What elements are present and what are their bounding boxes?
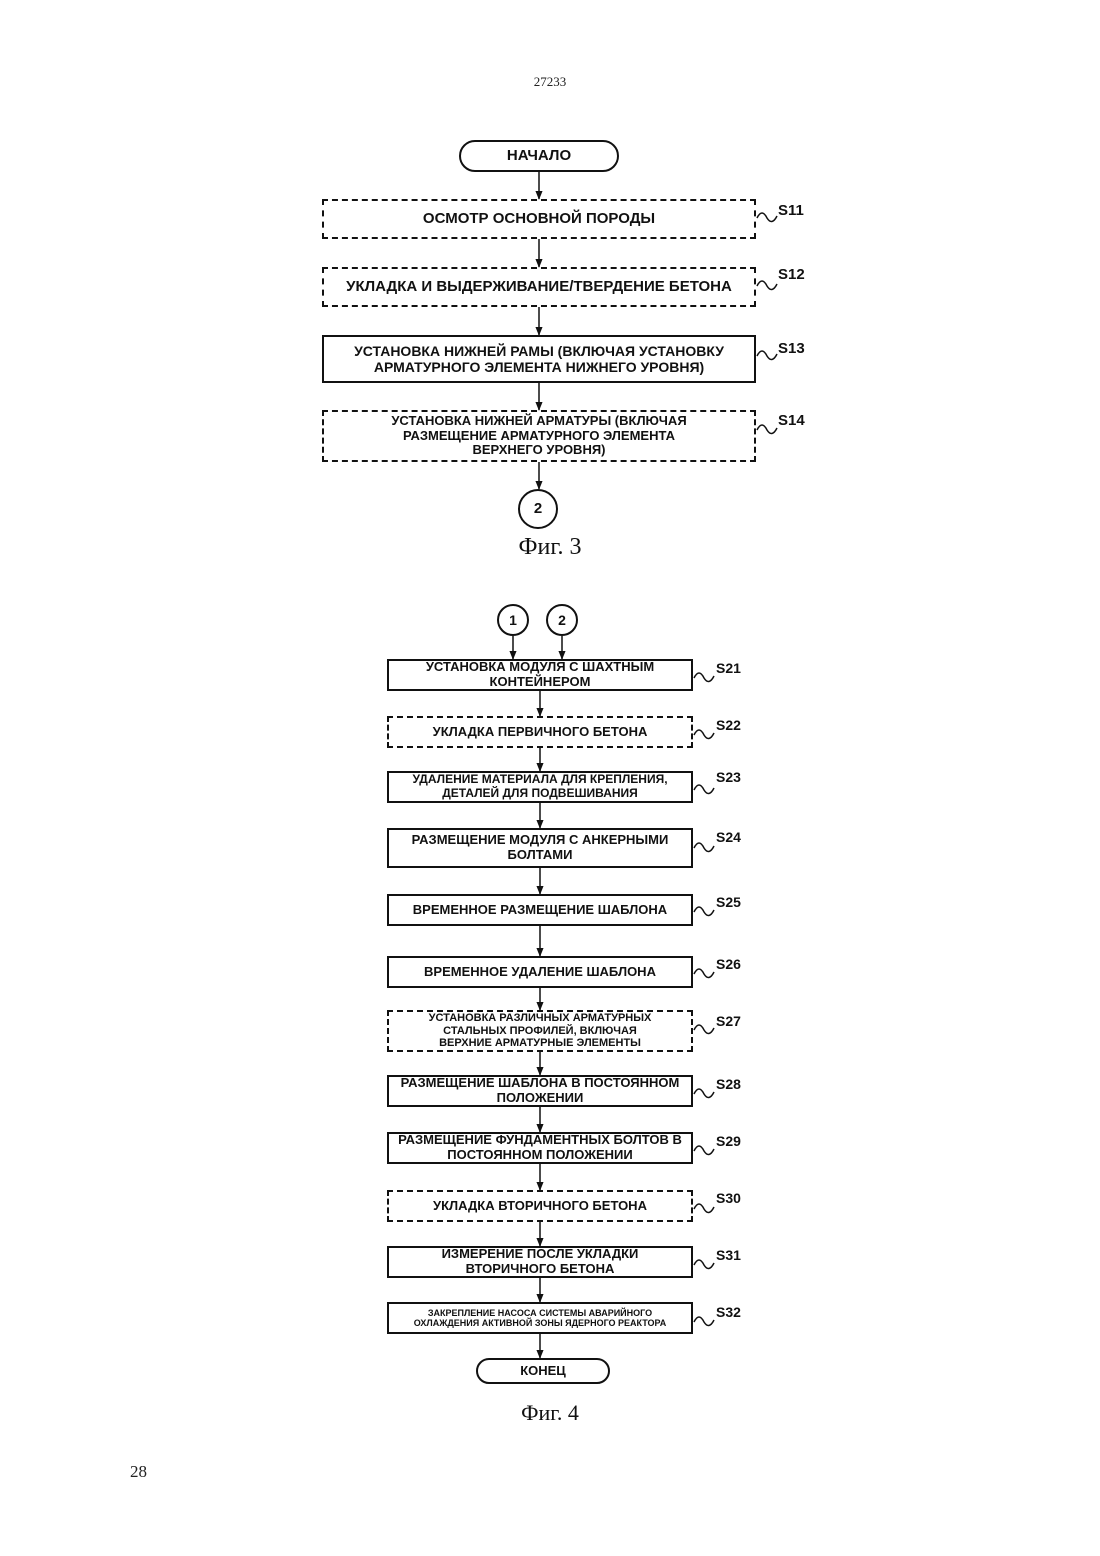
document-number: 27233 — [0, 74, 1100, 90]
fig4-step-s27-id: S27 — [716, 1013, 741, 1029]
page-number: 28 — [130, 1462, 147, 1482]
fig4-step-s28-id: S28 — [716, 1076, 741, 1092]
fig3-connector-out: 2 — [518, 489, 558, 529]
fig4-step-s30: УКЛАДКА ВТОРИЧНОГО БЕТОНА — [387, 1190, 693, 1222]
fig4-step-s26: ВРЕМЕННОЕ УДАЛЕНИЕ ШАБЛОНА — [387, 956, 693, 988]
fig3-caption: Фиг. 3 — [0, 534, 1100, 561]
fig3-step-s12: УКЛАДКА И ВЫДЕРЖИВАНИЕ/ТВЕРДЕНИЕ БЕТОНА — [322, 267, 756, 307]
fig4-caption: Фиг. 4 — [0, 1400, 1100, 1426]
fig4-step-s25-id: S25 — [716, 894, 741, 910]
fig4-leader-s32 — [694, 1317, 714, 1326]
fig4-step-s29-id: S29 — [716, 1133, 741, 1149]
fig4-leader-s22 — [694, 730, 714, 739]
fig4-step-s29: РАЗМЕЩЕНИЕ ФУНДАМЕНТНЫХ БОЛТОВ В ПОСТОЯН… — [387, 1132, 693, 1164]
fig4-leader-s29 — [694, 1146, 714, 1155]
fig3-leader-s13 — [757, 351, 777, 360]
fig4-step-s23: УДАЛЕНИЕ МАТЕРИАЛА ДЛЯ КРЕПЛЕНИЯ, ДЕТАЛЕ… — [387, 771, 693, 803]
fig3-step-s13-id: S13 — [778, 340, 805, 357]
fig4-step-s22: УКЛАДКА ПЕРВИЧНОГО БЕТОНА — [387, 716, 693, 748]
fig3-step-s13: УСТАНОВКА НИЖНЕЙ РАМЫ (ВКЛЮЧАЯ УСТАНОВКУ… — [322, 335, 756, 383]
fig4-leader-s28 — [694, 1089, 714, 1098]
fig4-step-s32: ЗАКРЕПЛЕНИЕ НАСОСА СИСТЕМЫ АВАРИЙНОГО ОХ… — [387, 1302, 693, 1334]
fig3-leader-s11 — [757, 213, 777, 222]
fig3-step-s12-id: S12 — [778, 266, 805, 283]
fig4-step-s23-id: S23 — [716, 769, 741, 785]
fig4-leader-s23 — [694, 785, 714, 794]
fig4-step-s31-id: S31 — [716, 1247, 741, 1263]
fig4-connector-in-1: 1 — [497, 604, 529, 636]
fig4-leader-s30 — [694, 1204, 714, 1213]
fig4-step-s28: РАЗМЕЩЕНИЕ ШАБЛОНА В ПОСТОЯННОМ ПОЛОЖЕНИ… — [387, 1075, 693, 1107]
fig4-connector-in-2: 2 — [546, 604, 578, 636]
fig4-step-s21: УСТАНОВКА МОДУЛЯ С ШАХТНЫМ КОНТЕЙНЕРОМ — [387, 659, 693, 691]
fig4-end-terminal: КОНЕЦ — [476, 1358, 610, 1384]
fig4-leader-s27 — [694, 1025, 714, 1034]
fig3-step-s14: УСТАНОВКА НИЖНЕЙ АРМАТУРЫ (ВКЛЮЧАЯ РАЗМЕ… — [322, 410, 756, 462]
fig4-leader-s24 — [694, 843, 714, 852]
fig4-step-s27: УСТАНОВКА РАЗЛИЧНЫХ АРМАТУРНЫХ СТАЛЬНЫХ … — [387, 1010, 693, 1052]
fig4-step-s24-id: S24 — [716, 829, 741, 845]
fig3-step-s11: ОСМОТР ОСНОВНОЙ ПОРОДЫ — [322, 199, 756, 239]
fig4-step-s31: ИЗМЕРЕНИЕ ПОСЛЕ УКЛАДКИ ВТОРИЧНОГО БЕТОН… — [387, 1246, 693, 1278]
fig4-step-s24: РАЗМЕЩЕНИЕ МОДУЛЯ С АНКЕРНЫМИ БОЛТАМИ — [387, 828, 693, 868]
fig4-step-s21-id: S21 — [716, 660, 741, 676]
fig3-leader-s14 — [757, 425, 777, 434]
fig4-leader-s31 — [694, 1260, 714, 1269]
fig4-leader-s26 — [694, 969, 714, 978]
fig3-start-terminal: НАЧАЛО — [459, 140, 619, 172]
fig4-leader-s25 — [694, 907, 714, 916]
fig4-step-s26-id: S26 — [716, 956, 741, 972]
fig4-leader-s21 — [694, 673, 714, 682]
fig3-step-s11-id: S11 — [778, 202, 804, 219]
fig4-step-s32-id: S32 — [716, 1304, 741, 1320]
fig4-step-s30-id: S30 — [716, 1190, 741, 1206]
fig4-step-s25: ВРЕМЕННОЕ РАЗМЕЩЕНИЕ ШАБЛОНА — [387, 894, 693, 926]
fig4-step-s22-id: S22 — [716, 717, 741, 733]
fig3-step-s14-id: S14 — [778, 412, 805, 429]
fig3-leader-s12 — [757, 281, 777, 290]
